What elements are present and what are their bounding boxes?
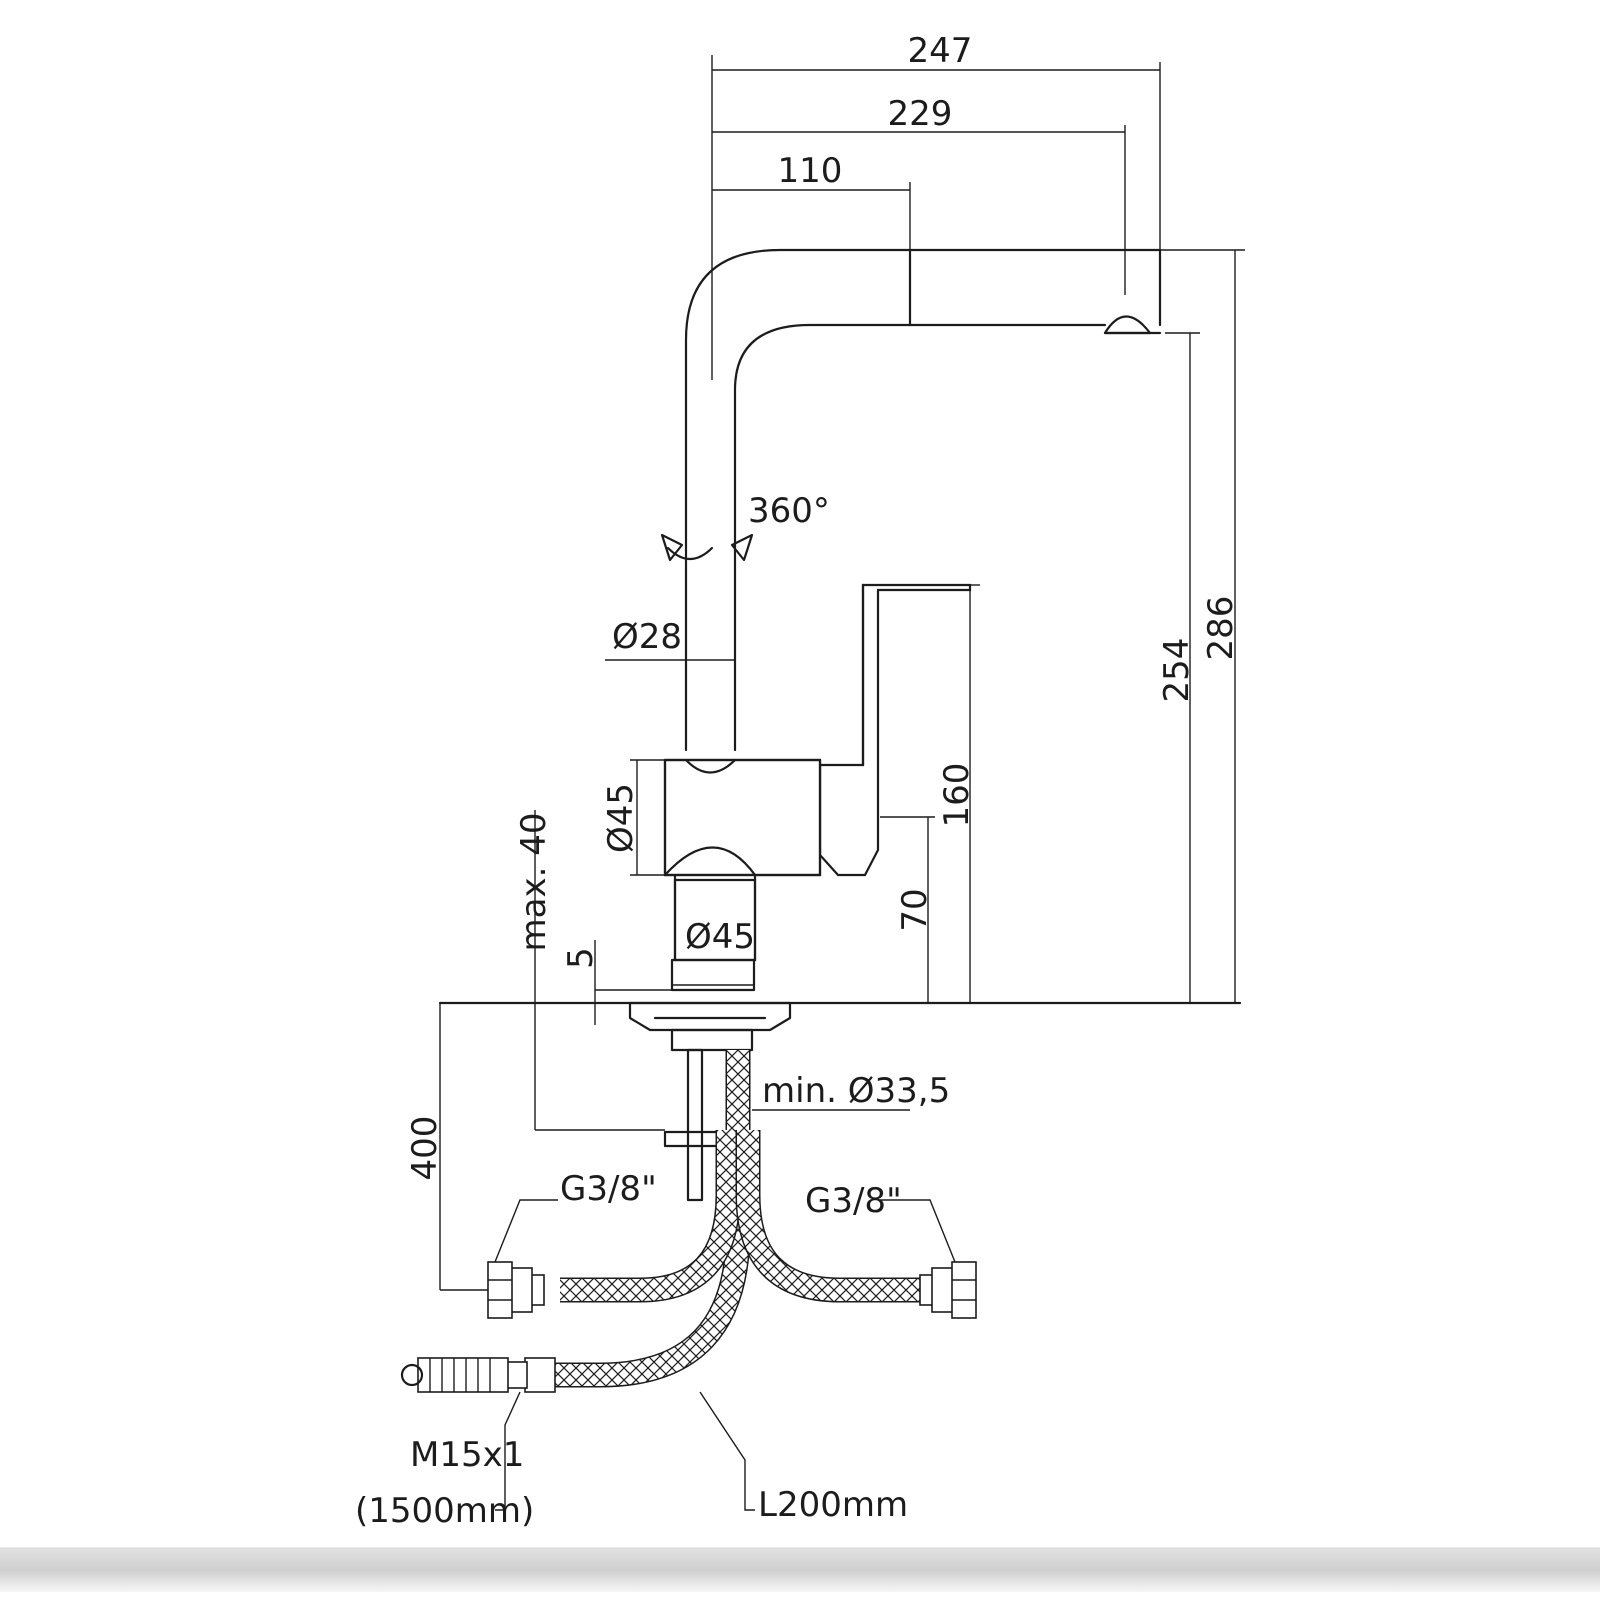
dim-rotation: 360° bbox=[748, 491, 830, 531]
label-thread-right: G3/8" bbox=[805, 1181, 902, 1221]
label-shower-thread: M15x1 bbox=[410, 1435, 524, 1475]
hoses bbox=[400, 1050, 977, 1393]
dim-hole-diameter: min. Ø33,5 bbox=[762, 1071, 950, 1111]
dim-70: 70 bbox=[895, 888, 935, 931]
dim-254: 254 bbox=[1157, 638, 1197, 703]
dim-400: 400 bbox=[405, 1116, 445, 1181]
dim-body-diameter: Ø45 bbox=[601, 783, 641, 853]
dim-229: 229 bbox=[888, 94, 953, 134]
rotation-arrow-icon bbox=[666, 546, 714, 561]
left-fitting-icon bbox=[487, 1261, 545, 1319]
dimension-labels: 247 229 110 360° Ø28 Ø45 Ø45 max. 40 5 7… bbox=[355, 31, 1241, 1531]
label-thread-left: G3/8" bbox=[560, 1169, 657, 1209]
dim-spout-diameter: Ø28 bbox=[612, 617, 682, 657]
shower-connector-icon bbox=[400, 1357, 556, 1393]
dim-gap-5: 5 bbox=[561, 947, 601, 969]
label-hose-length: L200mm bbox=[758, 1485, 908, 1525]
dim-286: 286 bbox=[1201, 596, 1241, 661]
dim-max-thickness: max. 40 bbox=[514, 813, 554, 952]
spout bbox=[684, 248, 1162, 752]
nozzle-icon bbox=[1103, 315, 1152, 335]
dim-160: 160 bbox=[937, 763, 977, 828]
dimension-lines bbox=[439, 55, 1245, 1511]
right-fitting-icon bbox=[919, 1261, 977, 1319]
label-shower-length: (1500mm) bbox=[355, 1491, 534, 1531]
dim-base-diameter: Ø45 bbox=[685, 917, 755, 957]
floor-shadow bbox=[0, 1548, 1600, 1592]
dim-110: 110 bbox=[778, 151, 843, 191]
dim-247: 247 bbox=[908, 31, 973, 71]
mixer-body bbox=[663, 583, 972, 992]
